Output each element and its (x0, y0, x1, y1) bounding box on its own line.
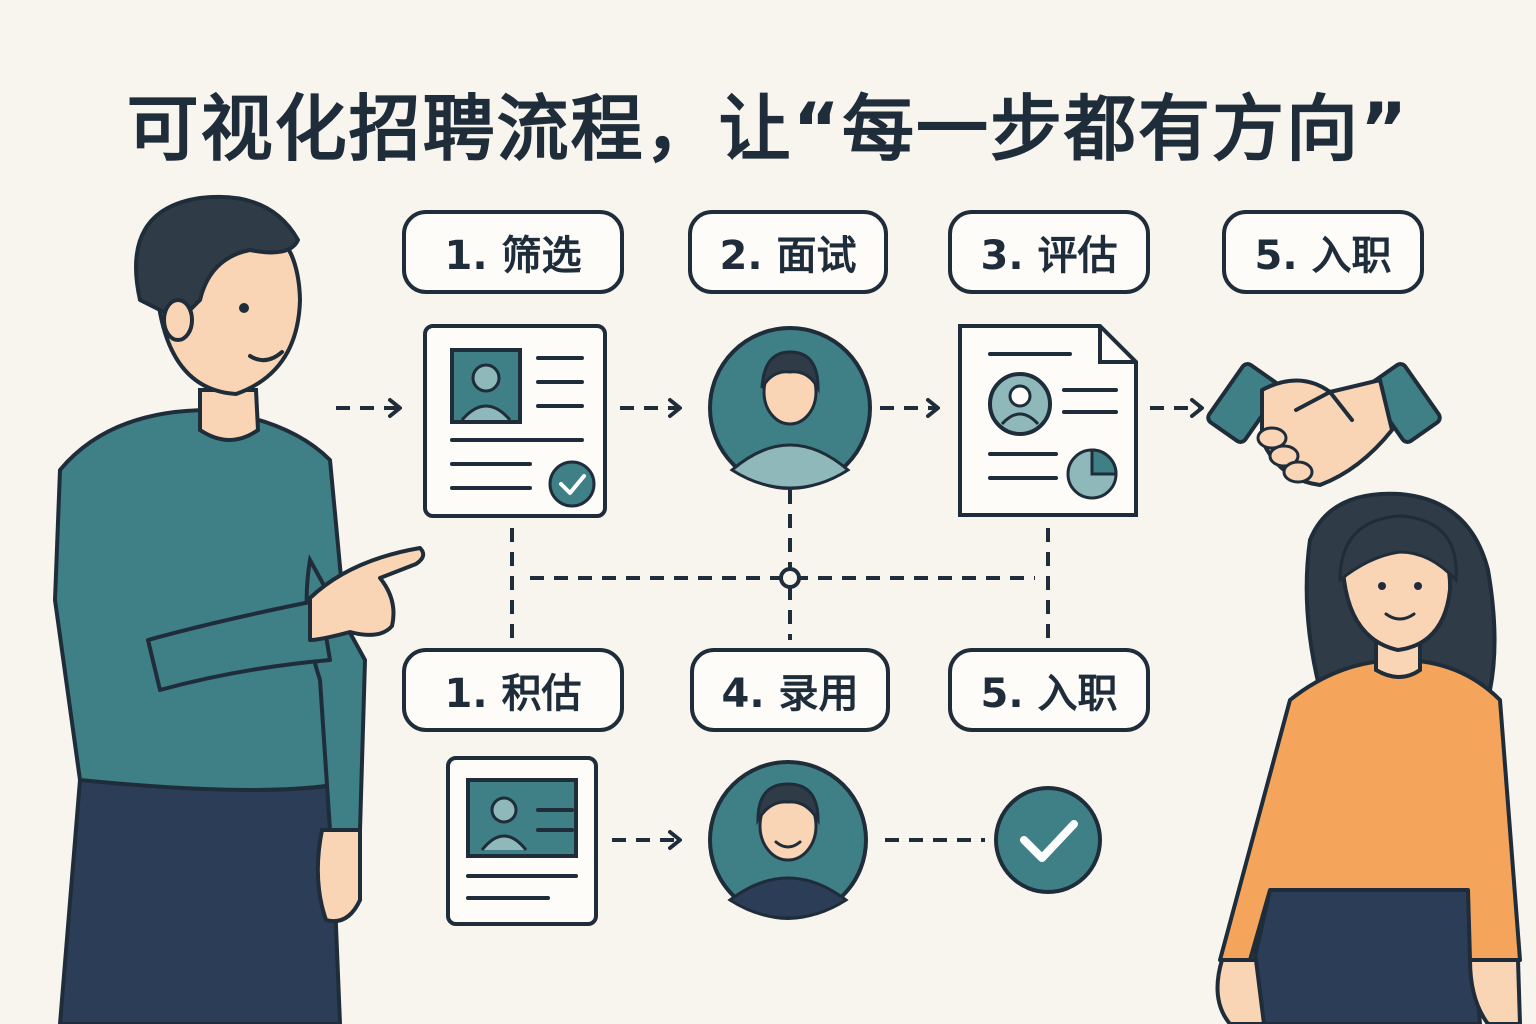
candidate-avatar-icon (708, 326, 872, 490)
step-label-screening: 1. 筛选 (402, 210, 624, 294)
report-chart-icon (958, 324, 1138, 517)
step-label-evaluation: 3. 评估 (948, 210, 1150, 294)
checkmark-circle-icon (994, 786, 1102, 894)
step-label-hiring: 4. 录用 (690, 648, 890, 732)
woman-illustration (1215, 491, 1523, 1024)
resume-check-icon (423, 324, 607, 518)
man-pointing-illustration (53, 195, 426, 1024)
handshake-icon (1206, 362, 1442, 487)
smiling-candidate-icon (708, 760, 868, 920)
flow-connectors (336, 406, 1200, 842)
step-label-onboarding-bottom: 5. 入职 (948, 648, 1150, 732)
step-label-onboarding-top: 5. 入职 (1222, 210, 1424, 294)
junction-node (779, 567, 801, 589)
page-title: 可视化招聘流程，让“每一步都有方向” (126, 87, 1410, 171)
step-label-interview: 2. 面试 (688, 210, 888, 294)
id-card-icon (446, 756, 598, 926)
step-label-assessment: 1. 积估 (402, 648, 624, 732)
